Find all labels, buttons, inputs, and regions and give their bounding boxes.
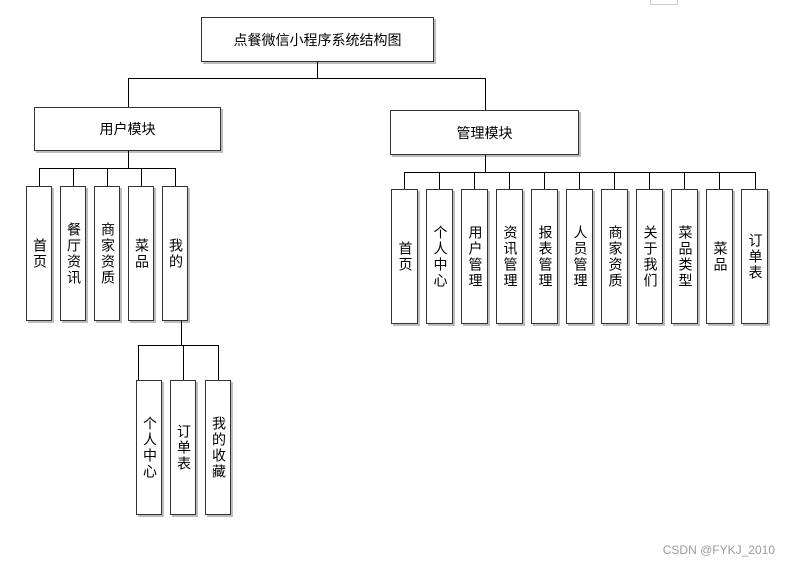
user-item-restaurant-news: 餐厅资讯	[60, 186, 86, 321]
user-item-label: 首页	[31, 237, 48, 270]
user-item-merchant-qualification: 商家资质	[94, 186, 120, 321]
admin-item-label: 报表管理	[536, 224, 553, 289]
user-item-dishes: 菜品	[128, 186, 154, 321]
admin-item-label: 人员管理	[571, 224, 588, 289]
admin-item-dish-types: 菜品类型	[671, 189, 698, 324]
admin-item-label: 关于我们	[641, 224, 658, 289]
sub-item-label: 个人中心	[141, 415, 158, 480]
admin-item-label: 菜品类型	[676, 224, 693, 289]
user-item-label: 餐厅资讯	[65, 221, 82, 286]
connector	[138, 345, 219, 346]
admin-module-label: 管理模块	[456, 125, 513, 142]
root-node: 点餐微信小程序系统结构图	[201, 17, 434, 62]
connector	[485, 155, 486, 172]
sub-item-orders: 订单表	[170, 380, 196, 515]
admin-item-staff-management: 人员管理	[566, 189, 593, 324]
admin-item-personal-center: 个人中心	[426, 189, 453, 324]
connector	[73, 168, 74, 186]
admin-item-orders: 订单表	[741, 189, 768, 324]
user-module-label: 用户模块	[99, 122, 156, 138]
admin-item-merchant-qualification: 商家资质	[601, 189, 628, 324]
connector	[474, 172, 475, 189]
sub-item-label: 订单表	[175, 423, 192, 472]
admin-item-label: 菜品	[711, 240, 728, 273]
connector	[755, 172, 756, 189]
connector	[544, 172, 545, 189]
connector	[183, 345, 184, 380]
admin-item-label: 首页	[396, 240, 413, 273]
admin-item-label: 个人中心	[431, 224, 448, 289]
admin-item-label: 资讯管理	[501, 224, 518, 289]
connector	[128, 151, 129, 168]
connector	[107, 168, 108, 186]
user-item-label: 菜品	[133, 237, 150, 270]
connector	[39, 168, 40, 186]
connector	[404, 172, 405, 189]
admin-item-label: 商家资质	[606, 224, 623, 289]
admin-item-report-management: 报表管理	[531, 189, 558, 324]
connector	[614, 172, 615, 189]
corner-mark	[650, 0, 678, 5]
connector	[128, 78, 486, 79]
admin-item-about-us: 关于我们	[636, 189, 663, 324]
sub-item-personal-center: 个人中心	[136, 380, 162, 515]
root-title: 点餐微信小程序系统结构图	[233, 32, 402, 49]
connector	[404, 172, 756, 173]
user-item-home: 首页	[26, 186, 52, 321]
admin-item-home: 首页	[391, 189, 418, 324]
admin-item-news-management: 资讯管理	[496, 189, 523, 324]
connector	[317, 62, 318, 78]
connector	[439, 172, 440, 189]
watermark: CSDN @FYKJ_2010	[662, 543, 775, 557]
admin-item-label: 用户管理	[466, 224, 483, 289]
admin-item-label: 订单表	[746, 232, 763, 281]
connector	[719, 172, 720, 189]
connector	[485, 78, 486, 110]
user-item-label: 我的	[167, 237, 184, 270]
admin-module-node: 管理模块	[390, 110, 579, 155]
connector	[181, 321, 182, 345]
connector	[509, 172, 510, 189]
connector	[684, 172, 685, 189]
admin-item-dishes: 菜品	[706, 189, 733, 324]
connector	[128, 78, 129, 107]
admin-item-user-management: 用户管理	[461, 189, 488, 324]
user-module-node: 用户模块	[34, 107, 221, 151]
connector	[218, 345, 219, 380]
connector	[175, 168, 176, 186]
sub-item-favorites: 我的收藏	[205, 380, 231, 515]
connector	[141, 168, 142, 186]
connector	[579, 172, 580, 189]
connector	[138, 345, 139, 380]
user-item-mine: 我的	[162, 186, 188, 321]
connector	[649, 172, 650, 189]
sub-item-label: 我的收藏	[210, 415, 227, 480]
user-item-label: 商家资质	[99, 221, 116, 286]
